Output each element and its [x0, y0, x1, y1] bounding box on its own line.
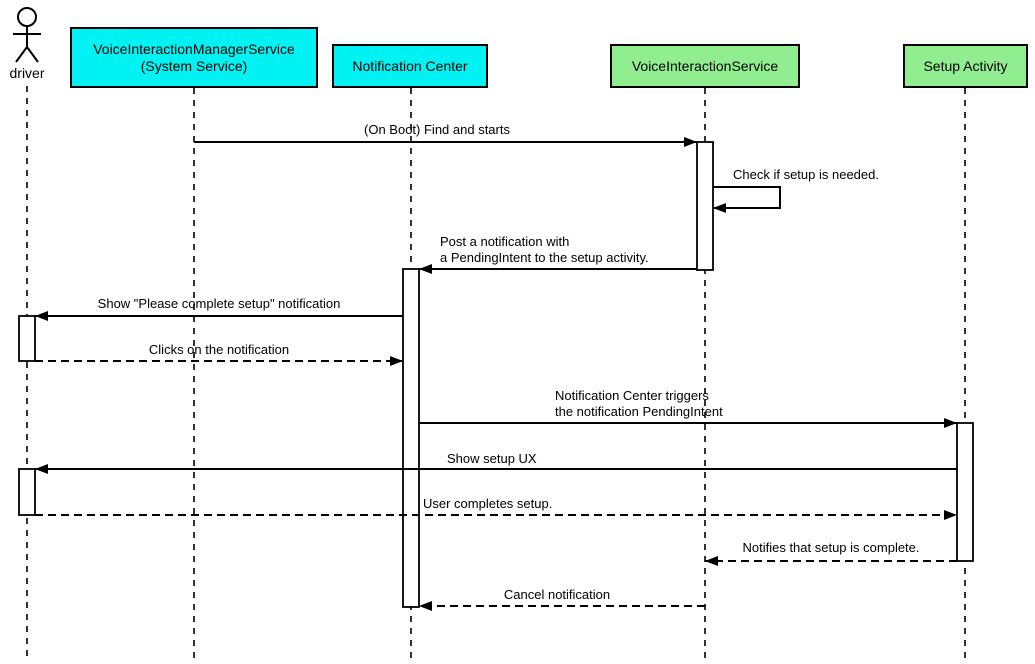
activation-setup-activity [956, 422, 974, 562]
activation-bars [18, 141, 974, 608]
message-label-show-please-complete-setup: Show "Please complete setup" notificatio… [97, 296, 341, 311]
participant-label: Notification Center [352, 57, 468, 74]
actor-stick-figure-icon [13, 7, 41, 63]
participant-label: Setup Activity [923, 57, 1008, 74]
participant-box-voiceinteractionmanagerservice: VoiceInteractionManagerService (System S… [70, 27, 318, 88]
participant-label: VoiceInteractionService [631, 57, 779, 74]
message-label-line1: Notification Center triggers [555, 388, 709, 403]
message-label-notifies-setup-complete: Notifies that setup is complete. [742, 540, 920, 555]
participant-label-line1: VoiceInteractionManagerService [93, 40, 295, 57]
message-label-line2: the notification PendingIntent [555, 404, 723, 419]
message-label-clicks-on-the-notification: Clicks on the notification [148, 342, 290, 357]
participant-box-voiceinteractionservice: VoiceInteractionService [610, 44, 800, 88]
arrow-check-if-setup-is-needed [713, 186, 781, 213]
message-label-post-a-notification: Post a notification with a PendingIntent… [440, 234, 649, 266]
message-label-check-if-setup-is-needed: Check if setup is needed. [733, 167, 879, 182]
message-label-user-completes-setup: User completes setup. [423, 496, 553, 511]
message-label-line1: Post a notification with [440, 234, 570, 249]
actor-label-driver: driver [9, 65, 45, 81]
message-label-on-boot-find-and-starts: (On Boot) Find and starts [364, 122, 510, 137]
message-label-notification-center-triggers: Notification Center triggers the notific… [555, 388, 723, 420]
message-label-show-setup-ux: Show setup UX [447, 451, 537, 466]
activation-driver-2 [18, 468, 36, 516]
activation-driver-1 [18, 315, 36, 362]
message-label-line2: a PendingIntent to the setup activity. [440, 250, 649, 265]
participant-box-setup-activity: Setup Activity [903, 44, 1028, 88]
message-arrows [35, 137, 957, 611]
activation-voiceinteractionservice [696, 141, 714, 271]
participant-box-notification-center: Notification Center [332, 44, 488, 88]
activation-notification-center [402, 268, 420, 608]
message-label-cancel-notification: Cancel notification [503, 587, 611, 602]
participant-label-line2: (System Service) [140, 57, 248, 74]
